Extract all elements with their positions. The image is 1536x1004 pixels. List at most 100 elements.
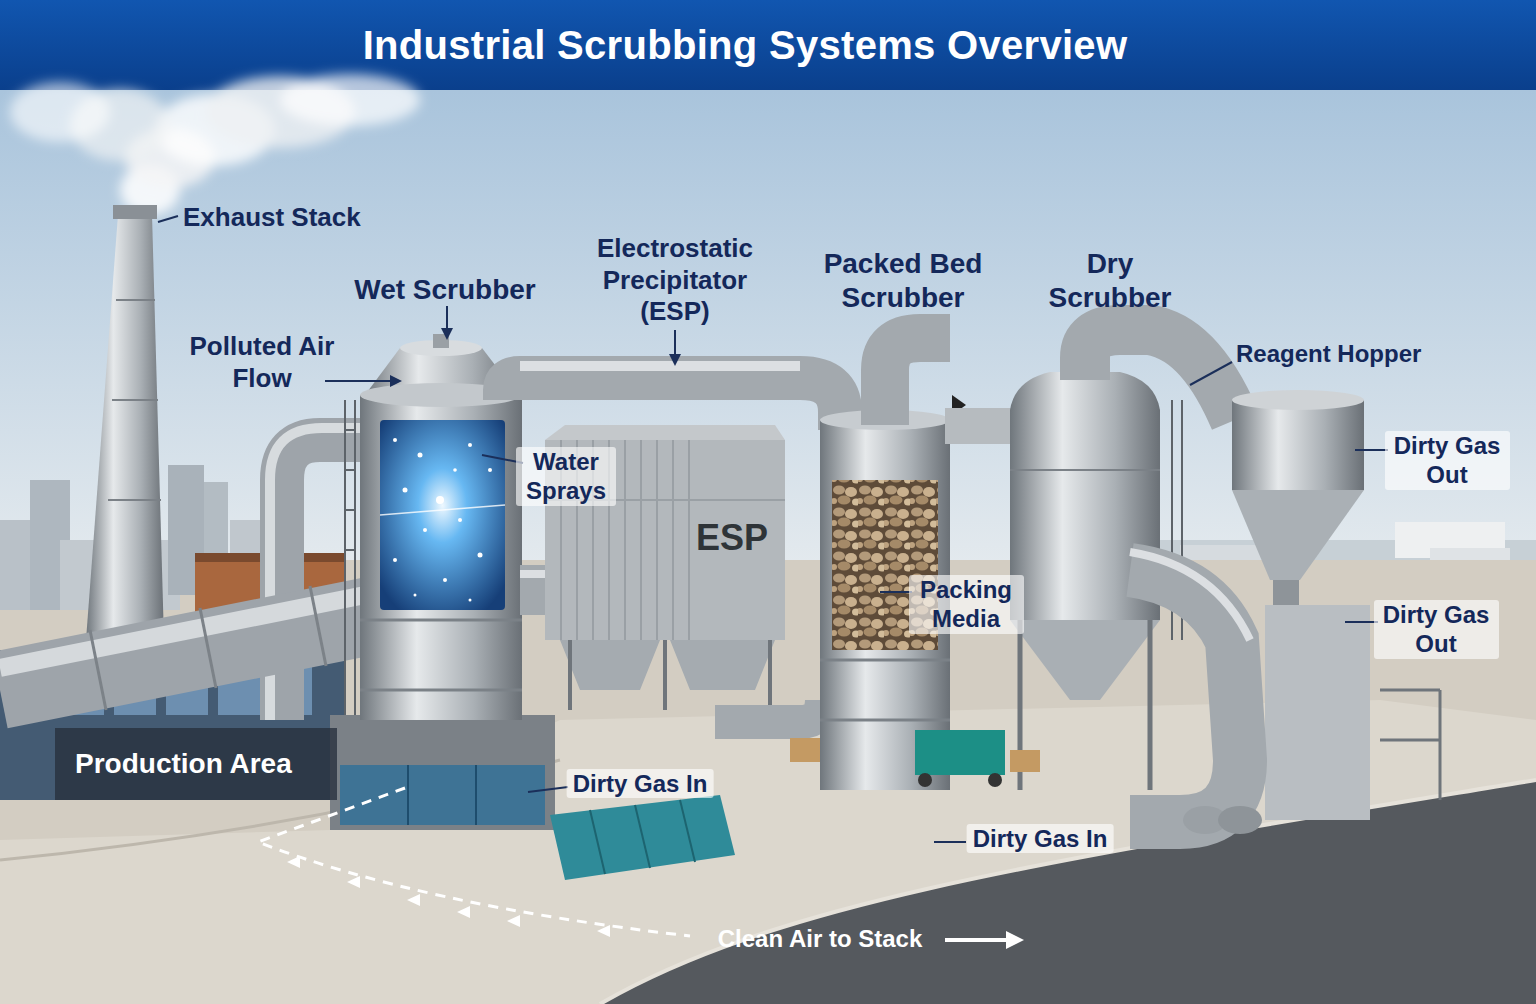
leader-line <box>669 354 681 366</box>
wet-scrubber <box>403 488 408 493</box>
wet-scrubber <box>436 496 444 504</box>
wet-scrubber <box>414 594 417 597</box>
transfer-duct <box>945 408 1015 444</box>
wet-scrubber <box>354 400 356 715</box>
inlet-duct <box>310 586 326 666</box>
reagent-hopper <box>1380 689 1440 692</box>
esp-housing <box>663 640 667 710</box>
exhaust-stack <box>112 399 158 401</box>
reagent-hopper <box>1232 400 1364 490</box>
title-bar <box>0 0 1536 90</box>
leader-line <box>528 787 568 792</box>
wet-scrubber <box>345 549 355 551</box>
callout-label: Dry Scrubber <box>1035 247 1185 315</box>
area-label: Production Area <box>75 748 292 780</box>
callout-label: Water Sprays <box>516 447 616 506</box>
smoke-plume <box>280 74 420 126</box>
wet-scrubber <box>393 438 397 442</box>
reagent-hopper <box>1439 690 1442 800</box>
exhaust-stack <box>108 499 161 501</box>
exhaust-stack <box>116 299 155 301</box>
top-duct <box>520 361 800 371</box>
wet-scrubber <box>453 468 457 472</box>
inlet-duct <box>200 608 216 688</box>
wet-scrubber <box>360 619 522 622</box>
clean-air-path <box>1006 931 1024 949</box>
esp-housing <box>545 425 785 440</box>
callout-label: Polluted Air Flow <box>175 331 350 394</box>
esp-housing <box>568 640 572 710</box>
callout-label: Dirty Gas In <box>567 769 714 798</box>
wet-scrubber <box>345 469 355 471</box>
callout-label: Dirty Gas Out <box>1385 431 1510 490</box>
callout-label: Reagent Hopper <box>1236 339 1421 368</box>
wet-scrubber <box>488 468 492 472</box>
esp-housing <box>624 440 626 640</box>
clean-air-path <box>287 856 300 868</box>
callout-label: Wet Scrubber <box>354 273 536 307</box>
ground <box>600 780 1536 1004</box>
wet-scrubber <box>418 453 423 458</box>
area-band: Production Area <box>55 728 337 800</box>
leader-line <box>1355 449 1388 451</box>
wet-scrubber <box>458 518 462 522</box>
service-cart <box>1010 750 1040 772</box>
water-tank <box>635 805 650 868</box>
wet-scrubber <box>360 395 522 720</box>
wet-scrubber <box>345 509 355 511</box>
dry-scrubber <box>1010 330 1235 790</box>
water-tank <box>590 810 605 874</box>
return-duct <box>1218 806 1262 834</box>
service-cart <box>918 773 932 787</box>
wet-scrubber <box>360 689 522 692</box>
clean-air-path <box>258 788 690 936</box>
inlet-duct <box>90 630 106 710</box>
packed-bed-scrubber <box>715 338 966 790</box>
packed-bed-scrubber <box>885 338 950 425</box>
ground <box>600 780 1536 1004</box>
wet-scrubber <box>344 400 346 715</box>
wet-scrubber <box>393 558 397 562</box>
reagent-hopper <box>1232 490 1364 580</box>
clean-air-path <box>945 938 1010 942</box>
exhaust-stack <box>86 215 164 640</box>
exhaust-stack <box>86 205 164 640</box>
esp-housing <box>688 440 690 640</box>
clean-air-path <box>347 876 360 888</box>
leader-line <box>441 328 453 340</box>
top-duct <box>505 366 840 430</box>
reagent-hopper <box>1232 390 1364 410</box>
water-tank <box>550 795 735 880</box>
callout-label: Dirty Gas In <box>967 824 1114 853</box>
dry-scrubber <box>1085 330 1235 420</box>
dry-scrubber <box>1010 620 1160 700</box>
wet-scrubber <box>423 528 427 532</box>
packed-bed-scrubber <box>820 659 950 662</box>
leader-line <box>1190 362 1232 385</box>
smoke-plume <box>10 82 110 142</box>
inlet-duct <box>0 586 410 710</box>
wet-scrubber <box>475 765 477 825</box>
leader-line <box>880 591 912 593</box>
reagent-hopper <box>1380 739 1440 742</box>
callout-label: Dirty Gas Out <box>1374 600 1499 659</box>
leader-line <box>674 330 676 355</box>
packed-bed-scrubber <box>820 719 950 722</box>
callout-label: Exhaust Stack <box>183 202 361 234</box>
packed-bed-scrubber <box>715 700 822 722</box>
esp-housing <box>768 640 772 710</box>
wet-scrubber <box>380 420 505 610</box>
callout-label: Packed Bed Scrubber <box>808 247 998 315</box>
reagent-hopper <box>1273 580 1299 605</box>
top-duct <box>505 378 840 430</box>
esp-housing <box>560 640 660 690</box>
esp-housing <box>670 640 775 690</box>
service-cart <box>790 730 1040 787</box>
smoke-plume <box>10 74 420 215</box>
leader-line <box>158 216 178 222</box>
esp-housing <box>672 440 674 640</box>
leader-line <box>325 380 392 382</box>
wet-scrubber <box>380 505 505 515</box>
